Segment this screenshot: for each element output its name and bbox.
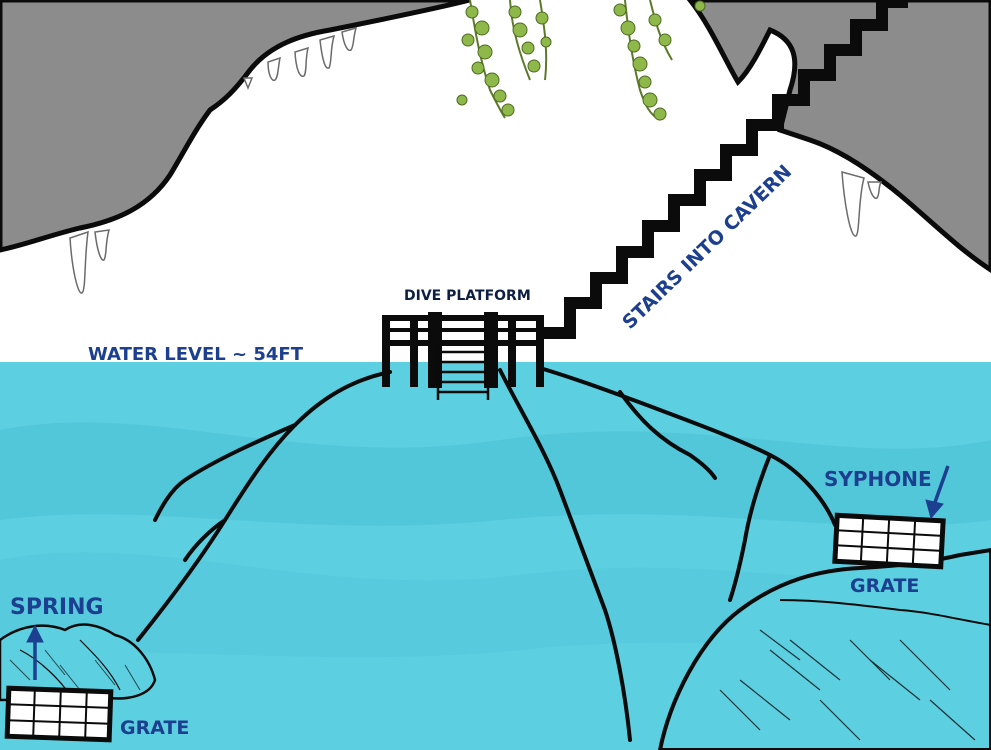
stalactites-left — [69, 26, 358, 294]
vine-leaves — [456, 0, 706, 121]
grate-right — [832, 512, 946, 570]
hanging-vines — [469, 0, 673, 121]
label-grate-right: GRATE — [850, 575, 919, 597]
dive-platform — [382, 312, 544, 400]
syphone-arrow — [925, 465, 950, 520]
label-grate-left: GRATE — [120, 717, 189, 739]
stairs-into-cavern — [540, 0, 908, 339]
label-dive-platform: DIVE PLATFORM — [404, 288, 531, 304]
label-spring: SPRING — [10, 595, 104, 620]
stalactites-right — [841, 170, 883, 237]
label-water-level: WATER LEVEL ~ 54FT — [88, 344, 304, 365]
grate-left — [4, 685, 114, 743]
spring-arrow — [26, 624, 44, 680]
spring-rocks — [0, 623, 157, 702]
ceiling-rock-right — [686, 0, 991, 273]
ceiling-rock-left — [0, 0, 471, 253]
cavern-cracks — [136, 366, 837, 742]
label-syphone: SYPHONE — [824, 467, 932, 491]
